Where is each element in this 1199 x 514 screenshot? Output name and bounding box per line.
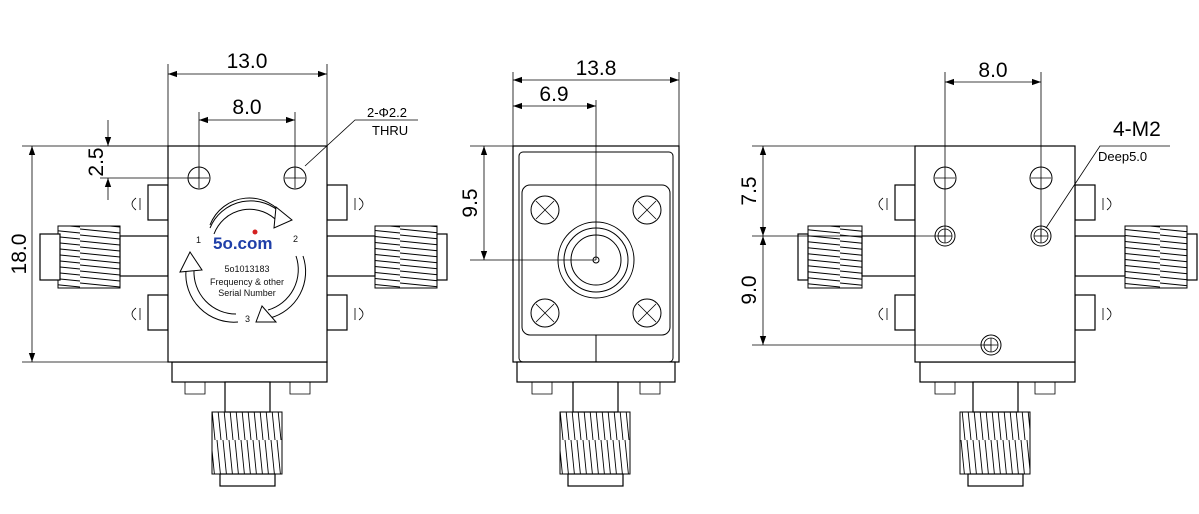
rear-view: 8.0 7.5 9.0 4-M2 Deep5.0 — [738, 59, 1198, 487]
part-number: 5o1013183 — [224, 264, 269, 274]
front-body — [167, 145, 328, 363]
front-dimensions — [22, 64, 418, 363]
front-hole-spacing-dim: 8.0 — [232, 96, 261, 119]
side-dimensions — [470, 72, 680, 261]
front-bottom-connector — [211, 381, 283, 487]
rear-upper-dim: 7.5 — [738, 176, 761, 205]
hole-note-line1: 2-Φ2.2 — [367, 105, 407, 120]
rear-right-connector — [1074, 225, 1198, 289]
rear-hole-spacing-dim: 8.0 — [978, 59, 1007, 82]
port-label-3: 3 — [245, 314, 250, 324]
rear-tabs — [878, 184, 1112, 331]
front-left-tabs — [131, 184, 169, 331]
side-bottom-connector — [516, 361, 676, 487]
label-frequency: Frequency & other — [210, 277, 284, 287]
port-label-2: 2 — [293, 234, 298, 244]
port-label-1: 1 — [196, 235, 201, 245]
front-right-tabs — [326, 184, 364, 331]
rear-left-connector — [797, 225, 916, 289]
side-flange-screws — [530, 195, 662, 328]
rear-lower-dim: 9.0 — [738, 275, 761, 304]
rear-dimensions — [752, 72, 1170, 346]
front-width-dim: 13.0 — [227, 50, 268, 73]
rear-body — [914, 145, 1076, 363]
front-view: 1 2 3 5o.com 5o1013183 Frequency & other… — [8, 50, 448, 487]
front-left-connector — [39, 225, 169, 289]
logo-dot — [252, 229, 258, 235]
circulator-arrows — [179, 197, 307, 323]
tap-note-line2: Deep5.0 — [1098, 149, 1147, 164]
rear-bottom-connector — [919, 361, 1076, 487]
brand-logo: 5o.com — [213, 234, 273, 253]
front-right-connector — [326, 225, 448, 289]
front-hole-offset-dim: 2.5 — [85, 147, 108, 176]
side-view: 13.8 6.9 9.5 — [459, 57, 680, 487]
front-height-dim: 18.0 — [8, 234, 31, 275]
tap-note-line1: 4-M2 — [1113, 118, 1161, 141]
label-serial: Serial Number — [218, 288, 276, 298]
hole-note-line2: THRU — [372, 123, 408, 138]
side-width-dim: 13.8 — [576, 57, 617, 80]
side-center-height-dim: 9.5 — [459, 188, 482, 217]
side-center-offset-dim: 6.9 — [539, 83, 568, 106]
